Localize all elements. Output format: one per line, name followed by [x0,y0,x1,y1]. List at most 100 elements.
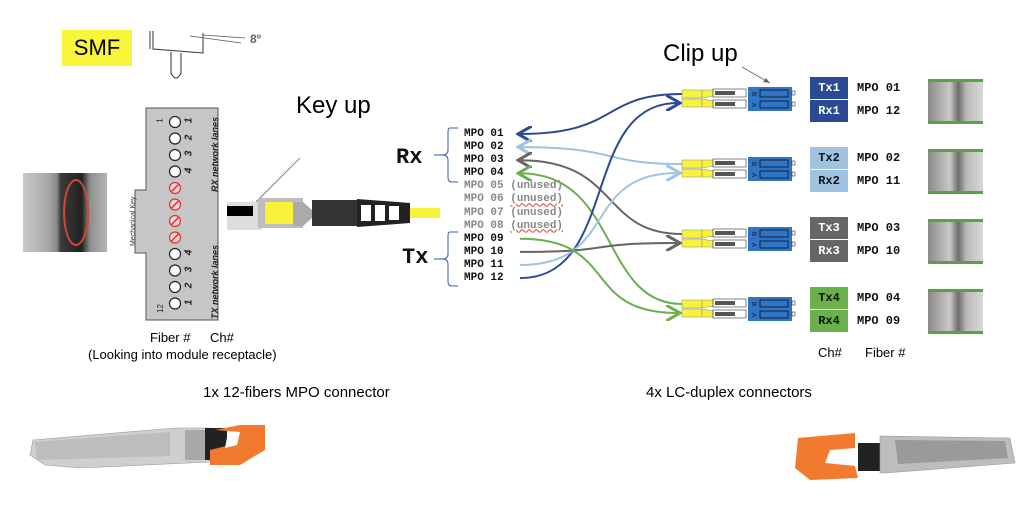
angle-label: 8º [250,32,262,46]
fiber-note: (unused) [510,180,564,193]
svg-text:B: B [750,162,756,166]
lc-duplex-connector: BA [681,227,796,251]
ch-col-label-right: Ch# [818,345,842,360]
mpo-fiber-row: MPO 01 [464,128,563,141]
blocked-slash-icon [170,216,180,226]
fiber-col-label: Fiber # [150,330,191,345]
mpo-fiber-row: MPO 09 [464,233,563,246]
lc-port-photo [928,149,983,194]
tx-channel-badge: Tx1 [810,77,848,99]
rx-channel-badge: Rx1 [810,100,848,122]
lc-port-photo [928,79,983,124]
rx-fiber-curve [520,147,683,165]
blocked-slash-icon [170,232,180,243]
mpo-fiber-row: MPO 07 (unused) [464,207,563,220]
mpo-fiber-row: MPO 05 (unused) [464,180,563,193]
tx-group-label: Tx [402,245,429,270]
tx-channel-badge: Tx3 [810,217,848,239]
tx-fiber-curve [519,237,678,313]
fiber-pin [168,264,182,277]
rx-fiber-label: MPO 10 [857,244,901,258]
svg-text:B: B [750,232,756,236]
mpo-fiber-row: MPO 08 (unused) [464,220,563,233]
blocked-slash-icon [170,199,180,210]
mpo-plug-icon [227,157,440,230]
tx-channel-badge: Tx2 [810,147,848,169]
svg-text:A: A [750,313,756,317]
rx-fiber-curve [520,160,683,235]
fiber-pin [168,132,182,145]
fiber-name: MPO 12 [464,272,504,285]
fiber-name: MPO 11 [464,258,504,271]
mpo-fiber-row: MPO 11 [464,259,563,272]
svg-text:A: A [750,173,756,177]
mpo-fiber-row: MPO 04 [464,167,563,180]
fiber-pin [168,165,182,178]
fiber-col-label-right: Fiber # [865,345,906,360]
fiber-name: MPO 01 [464,128,504,140]
tx-fiber-label: MPO 01 [857,81,901,95]
svg-text:B: B [750,302,756,306]
fiber-name: MPO 07 [464,206,504,219]
svg-text:B: B [750,92,756,96]
mpo-caption: 1x 12-fibers MPO connector [203,384,390,401]
rx-fiber-curve [520,173,683,305]
rx-channel-badge: Rx3 [810,240,848,262]
lc-port-photo [928,289,983,334]
clip-up-label: Clip up [663,40,738,67]
tx-fiber-label: MPO 02 [857,151,901,165]
tx-fiber-label: MPO 04 [857,291,901,305]
fiber-pin [168,247,182,261]
module-front-photo [23,173,107,252]
tx-fiber-label: MPO 03 [857,221,901,235]
svg-text:A: A [750,103,756,107]
lc-duplex-connector: BA [681,87,796,111]
rx-channel-badge: Rx4 [810,310,848,332]
tx-channel-badge: Tx4 [810,287,848,309]
fiber-name: MPO 06 [464,193,504,206]
fiber-note: (unused) [510,219,564,232]
mpo-fiber-row: MPO 10 [464,246,563,259]
lc-caption: 4x LC-duplex connectors [646,384,812,401]
fiber-pin [168,297,182,310]
fiber-name: MPO 10 [464,245,504,258]
ch-col-label: Ch# [210,330,234,345]
rx-group-label: Rx [396,145,423,170]
mpo-fiber-row: MPO 02 [464,141,563,154]
fiber-note: (unused) [510,193,564,206]
ferrule-angle-icon [149,31,246,79]
rx-fiber-label: MPO 09 [857,314,901,328]
tx-fiber-curve [519,173,678,266]
lc-duplex-connector: BA [681,157,796,181]
rx-channel-badge: Rx2 [810,170,848,192]
mpo-fiber-row: MPO 03 [464,154,563,167]
blocked-slash-icon [170,183,180,193]
fiber-type-badge: SMF [62,30,132,66]
mpo-module-photo [29,425,265,469]
fiber-pin [168,280,182,294]
tx-fiber-curve [519,243,678,253]
mpo-receptacle-panel [134,107,219,321]
rx-fiber-curve [520,93,683,134]
looking-note: (Looking into module receptacle) [88,347,277,362]
lc-port-photo [928,219,983,264]
fiber-note: (unused) [510,206,564,219]
rx-fiber-label: MPO 11 [857,174,901,188]
fiber-name: MPO 02 [464,141,504,154]
key-up-label: Key up [296,92,371,119]
fiber-name: MPO 08 [464,219,504,232]
mpo-fiber-row: MPO 12 [464,272,563,285]
rx-fiber-label: MPO 12 [857,104,901,118]
mpo-fiber-row: MPO 06 (unused) [464,193,563,206]
brace-group [434,127,458,287]
fiber-pin [168,148,182,162]
tx-fiber-curve [519,103,678,280]
svg-text:A: A [750,243,756,247]
lc-module-photo [795,433,1016,480]
fiber-name: MPO 04 [464,167,504,180]
fiber-name: MPO 09 [464,232,504,245]
fiber-name: MPO 03 [464,154,504,167]
lc-duplex-connector: BA [681,297,796,321]
